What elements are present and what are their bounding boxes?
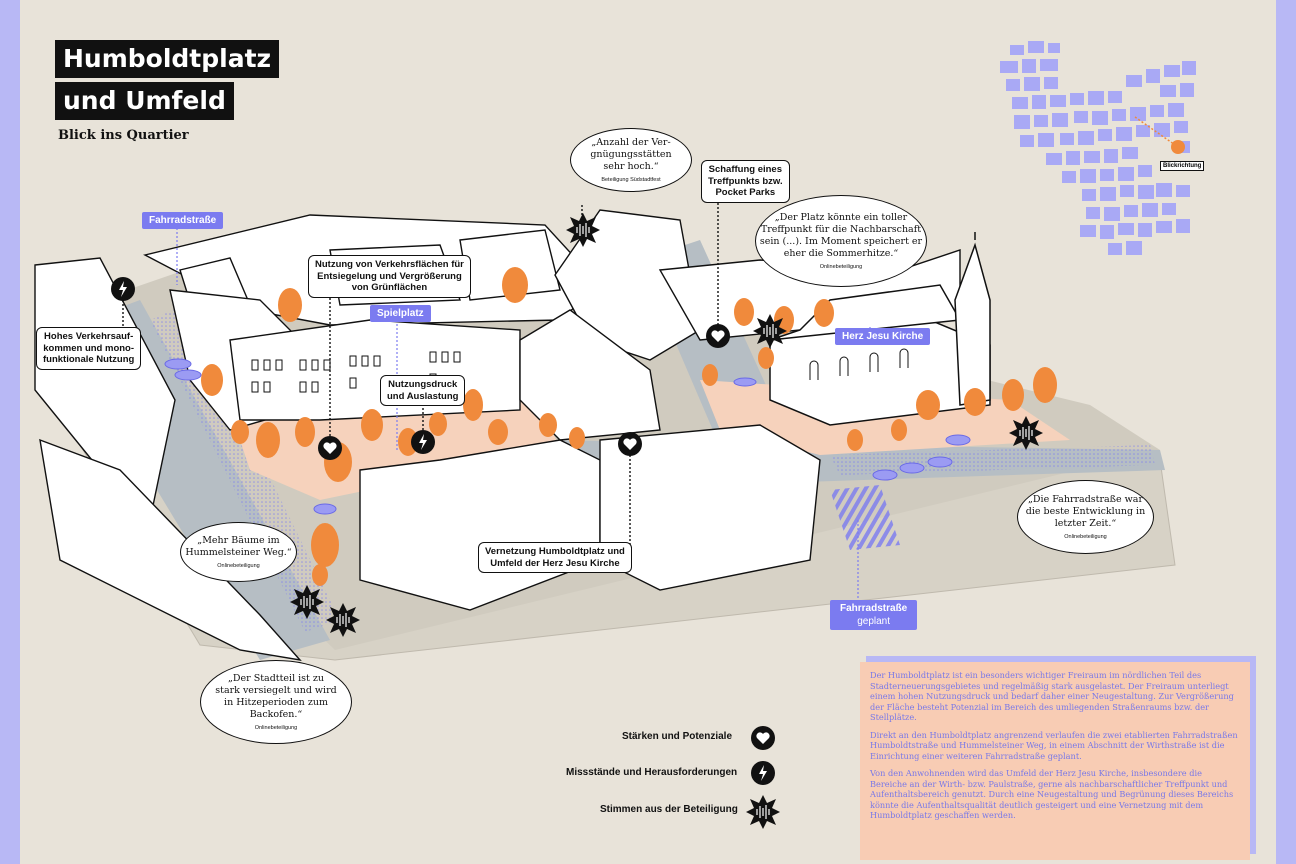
- tag-fahrradstrasse-geplant-line1: Fahrradstraße: [840, 603, 908, 614]
- quote-line: die beste Entwicklung in: [1025, 506, 1146, 517]
- label-treffpunkt: Schaffung eines Treffpunkts bzw. Pocket …: [701, 160, 790, 203]
- info-box: Der Humboldtplatz ist ein besonders wich…: [860, 662, 1250, 860]
- page-subtitle: Blick ins Quartier: [58, 128, 189, 143]
- quote-source: Beteiligung Südstadtfest: [601, 177, 661, 183]
- heart-icon: [751, 726, 775, 750]
- quote-line: Backofen.“: [249, 709, 303, 720]
- tag-spielplatz: Spielplatz: [370, 305, 431, 322]
- label-line: Vernetzung Humboldtplatz und: [485, 546, 625, 557]
- quote-line: „Anzahl der Ver-: [591, 137, 671, 148]
- church-windows: [809, 348, 909, 380]
- marker-heart-1[interactable]: [317, 435, 343, 461]
- quote-source: Onlinebeteiligung: [819, 264, 863, 270]
- trees: [201, 267, 1057, 586]
- voice-icon: [746, 795, 780, 829]
- legend-label-staerken: Stärken und Potenziale: [622, 731, 733, 742]
- title-line-1: Humboldtplatz: [55, 40, 280, 78]
- buildings-central: [359, 209, 821, 611]
- quote-line: eher die Sommerhitze.“: [783, 248, 899, 259]
- quote-line: Hummelsteiner Weg.“: [185, 547, 292, 558]
- parked-cars: [164, 358, 971, 515]
- legend-label-stimmen: Stimmen aus der Beteiligung: [600, 804, 738, 815]
- tag-fahrradstrasse-geplant: Fahrradstraße geplant: [830, 600, 918, 630]
- info-paragraph-1: Der Humboldtplatz ist ein besonders wich…: [870, 670, 1234, 722]
- legend-label-missstaende: Missstände und Herausforderungen: [566, 767, 738, 778]
- bike-planned-stripes: [830, 485, 900, 550]
- quote-fahrradstrasse: „Die Fahrradstraße war die beste Entwick…: [1017, 480, 1154, 554]
- label-line: Umfeld der Herz Jesu Kirche: [490, 557, 620, 569]
- title-line-2: und Umfeld: [55, 82, 234, 120]
- tag-fahrradstrasse: Fahrradstraße: [142, 212, 224, 229]
- quote-source: Onlinebeteiligung: [1064, 534, 1107, 540]
- minimap-label: Blickrichtung: [1160, 161, 1205, 171]
- minimap: [1000, 41, 1196, 255]
- lightning-icon: [751, 761, 775, 785]
- quote-line: „Mehr Bäume im: [197, 535, 280, 546]
- quote-line: stark versiegelt und wird: [215, 685, 337, 696]
- quote-source: Onlinebeteiligung: [217, 563, 260, 569]
- quote-line: Treffpunkt für die Nachbarschaft: [760, 224, 922, 235]
- quote-platz: „Der Platz könnte ein toller Treffpunkt …: [755, 195, 927, 287]
- marker-heart-3[interactable]: [705, 323, 731, 349]
- quote-line: in Hitzeperioden zum: [224, 697, 328, 708]
- quote-line: sehr hoch.“: [603, 161, 659, 172]
- quote-stadtteil: „Der Stadtteil ist zu stark versiegelt u…: [200, 660, 352, 744]
- label-line: von Grünflächen: [351, 282, 428, 293]
- label-line: Nutzungsdruck: [388, 379, 458, 390]
- quote-line: sein (...). Im Moment speichert er: [759, 236, 923, 247]
- label-nutzung-verkehrsflaechen: Nutzung von Verkehrsflächen für Entsiege…: [308, 255, 471, 298]
- label-line: kommen und mono-: [43, 342, 135, 354]
- label-line: und Auslastung: [387, 390, 459, 402]
- marker-voice-2[interactable]: [753, 314, 787, 348]
- label-line: Pocket Parks: [715, 187, 776, 198]
- marker-voice-3[interactable]: [1009, 416, 1043, 450]
- label-line: Schaffung eines: [708, 164, 782, 175]
- marker-heart-2[interactable]: [617, 431, 643, 457]
- label-line: Entsiegelung und Vergrößerung: [317, 270, 462, 282]
- label-line: funktionale Nutzung: [43, 354, 135, 365]
- quote-source: Onlinebeteiligung: [254, 725, 298, 731]
- info-paragraph-3: Von den Anwohnenden wird das Umfeld der …: [870, 768, 1234, 820]
- quote-line: letzter Zeit.“: [1054, 518, 1117, 529]
- marker-voice-4[interactable]: [290, 585, 324, 619]
- quote-line: „Die Fahrradstraße war: [1028, 494, 1143, 505]
- buildings-left: [34, 257, 302, 662]
- label-nutzungsdruck: Nutzungsdruck und Auslastung: [380, 375, 466, 406]
- tag-fahrradstrasse-geplant-line2: geplant: [857, 616, 891, 627]
- quote-line: „Der Platz könnte ein toller: [774, 212, 908, 223]
- quote-line: gnügungsstätten: [590, 149, 672, 160]
- label-vernetzung: Vernetzung Humboldtplatz und Umfeld der …: [478, 542, 632, 573]
- info-paragraph-2: Direkt an den Humboldtplatz angrenzend v…: [870, 729, 1238, 761]
- label-line: Treffpunkts bzw.: [708, 175, 783, 187]
- marker-voice-5[interactable]: [326, 603, 360, 637]
- quote-line: „Der Stadtteil ist zu: [227, 673, 325, 684]
- label-line: Nutzung von Verkehrsflächen für: [315, 259, 464, 270]
- marker-lightning-2[interactable]: [410, 429, 436, 455]
- marker-voice-1[interactable]: [566, 213, 600, 247]
- quote-vergnuegung: „Anzahl der Ver- gnügungsstätten sehr ho…: [570, 128, 692, 192]
- label-line: Hohes Verkehrsauf-: [44, 331, 134, 342]
- label-verkehr: Hohes Verkehrsauf- kommen und mono- funk…: [36, 327, 142, 370]
- marker-lightning-1[interactable]: [110, 276, 136, 302]
- quote-baeume: „Mehr Bäume im Hummelsteiner Weg.“ Onlin…: [180, 522, 297, 582]
- tag-herz-jesu-kirche: Herz Jesu Kirche: [835, 328, 931, 345]
